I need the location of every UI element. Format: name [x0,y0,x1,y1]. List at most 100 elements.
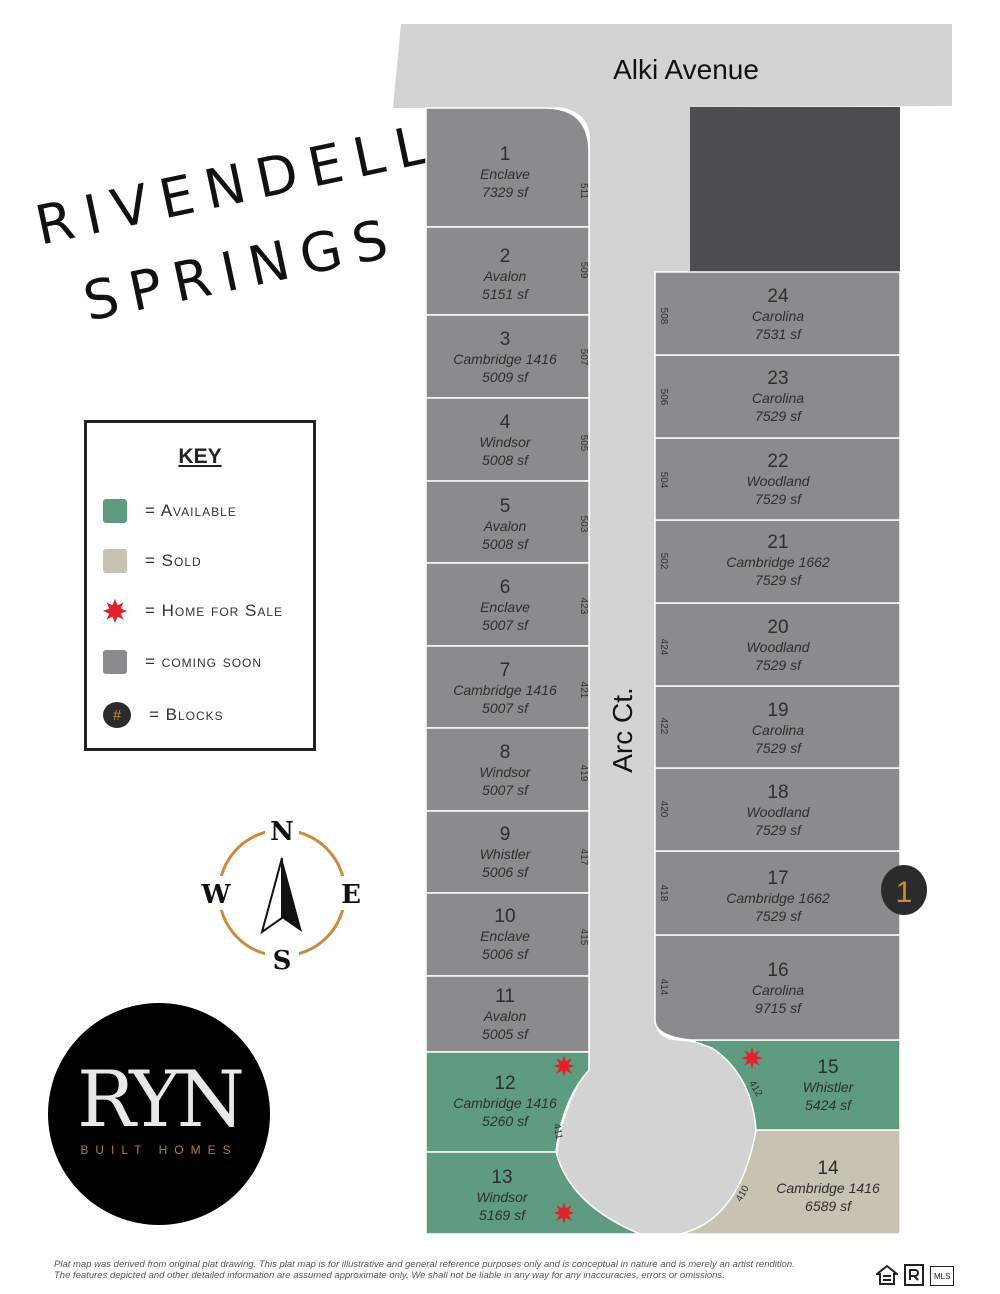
lot-model: Windsor [479,434,532,450]
lot-sqft: 7529 sf [755,822,803,838]
lot-model: Enclave [480,166,530,182]
alki-avenue-road [393,24,952,108]
lot-address: 507 [578,349,589,366]
home-for-sale-star-icon [553,1202,575,1224]
lot-sqft: 5007 sf [482,782,530,798]
key-home-for-sale: = Home for Sale [103,598,283,624]
lot-sqft: 5009 sf [482,369,530,385]
lot-num: 23 [767,368,788,389]
disclaimer-line-1: Plat map was derived from original plat … [54,1259,795,1270]
lot-model: Whistler [480,846,532,862]
lot-model: Avalon [483,268,527,284]
lot-address: 420 [658,801,669,818]
key-available-label: = Available [145,501,237,520]
compass-w: W [200,880,231,910]
lot-num: 10 [494,906,515,927]
lot-model: Cambridge 1416 [453,351,557,367]
lot-14-parcel[interactable] [640,1129,901,1235]
compass-needle-shade-icon [282,858,302,932]
mls-icon: MLS [930,1266,955,1286]
lot-num: 15 [817,1057,838,1078]
ryn-logo: RYN BUILT HOMES [48,1003,270,1225]
lot-address: 418 [658,885,669,902]
lot-num: 12 [494,1073,515,1094]
lot-sqft: 7529 sf [755,572,803,588]
lot-sqft: 9715 sf [755,1000,803,1016]
star-icon [103,599,127,623]
key-sold: = Sold [103,548,202,574]
reserved-block [690,107,900,273]
footer-icons: MLS [876,1264,955,1286]
lot-address: 415 [578,929,589,946]
disclaimer-line-2: The features depicted and other detailed… [54,1270,725,1281]
lot-model: Cambridge 1416 [453,1095,557,1111]
compass: N S W E [200,812,364,976]
lot-1-parcel[interactable] [425,107,590,228]
lot-sqft: 5169 sf [479,1207,527,1223]
lot-model: Carolina [752,308,804,324]
lot-num: 6 [500,577,511,598]
lot-address: 505 [578,435,589,452]
lot-address: 502 [658,553,669,570]
lot-sqft: 5424 sf [805,1097,853,1113]
arc-court-road [545,106,756,1234]
sold-swatch [103,549,127,573]
lot-num: 8 [500,742,511,763]
lot-15-parcel[interactable] [689,1039,901,1131]
compass-n: N [270,817,294,847]
lot-model: Cambridge 1416 [776,1180,880,1196]
lot-sqft: 7529 sf [755,657,803,673]
lot-sqft: 5008 sf [482,452,530,468]
lot-num: 7 [500,660,511,681]
key-blocks-label: = Blocks [149,705,224,724]
lot-13-parcel[interactable] [425,1151,641,1235]
lot-num: 9 [500,824,511,845]
available-swatch [103,499,127,523]
lot-model: Whistler [803,1079,855,1095]
arc-court-label: Arc Ct. [607,687,638,773]
lot-num: 2 [500,246,511,267]
lot-num: 14 [817,1158,839,1179]
lot-model: Cambridge 1662 [726,890,830,906]
lot-num: 1 [500,144,511,165]
lot-model: Carolina [752,390,804,406]
lot-sqft: 7329 sf [482,184,530,200]
lot-address: 414 [658,979,669,996]
lot-address: 506 [658,389,669,406]
lot-model: Cambridge 1662 [726,554,830,570]
key-legend: KEY = Available = Sold = Home for Sale =… [84,420,316,751]
lot-16-parcel[interactable] [654,934,901,1041]
equal-housing-icon [876,1264,898,1285]
lot-address: 421 [578,682,589,699]
key-coming-soon: = coming soon [103,649,262,675]
key-home-for-sale-label: = Home for Sale [145,601,284,620]
lot-24-parcel[interactable] [654,271,901,356]
lot-address: 419 [578,765,589,782]
block-marker-label: 1 [896,876,913,909]
lot-model: Enclave [480,928,530,944]
